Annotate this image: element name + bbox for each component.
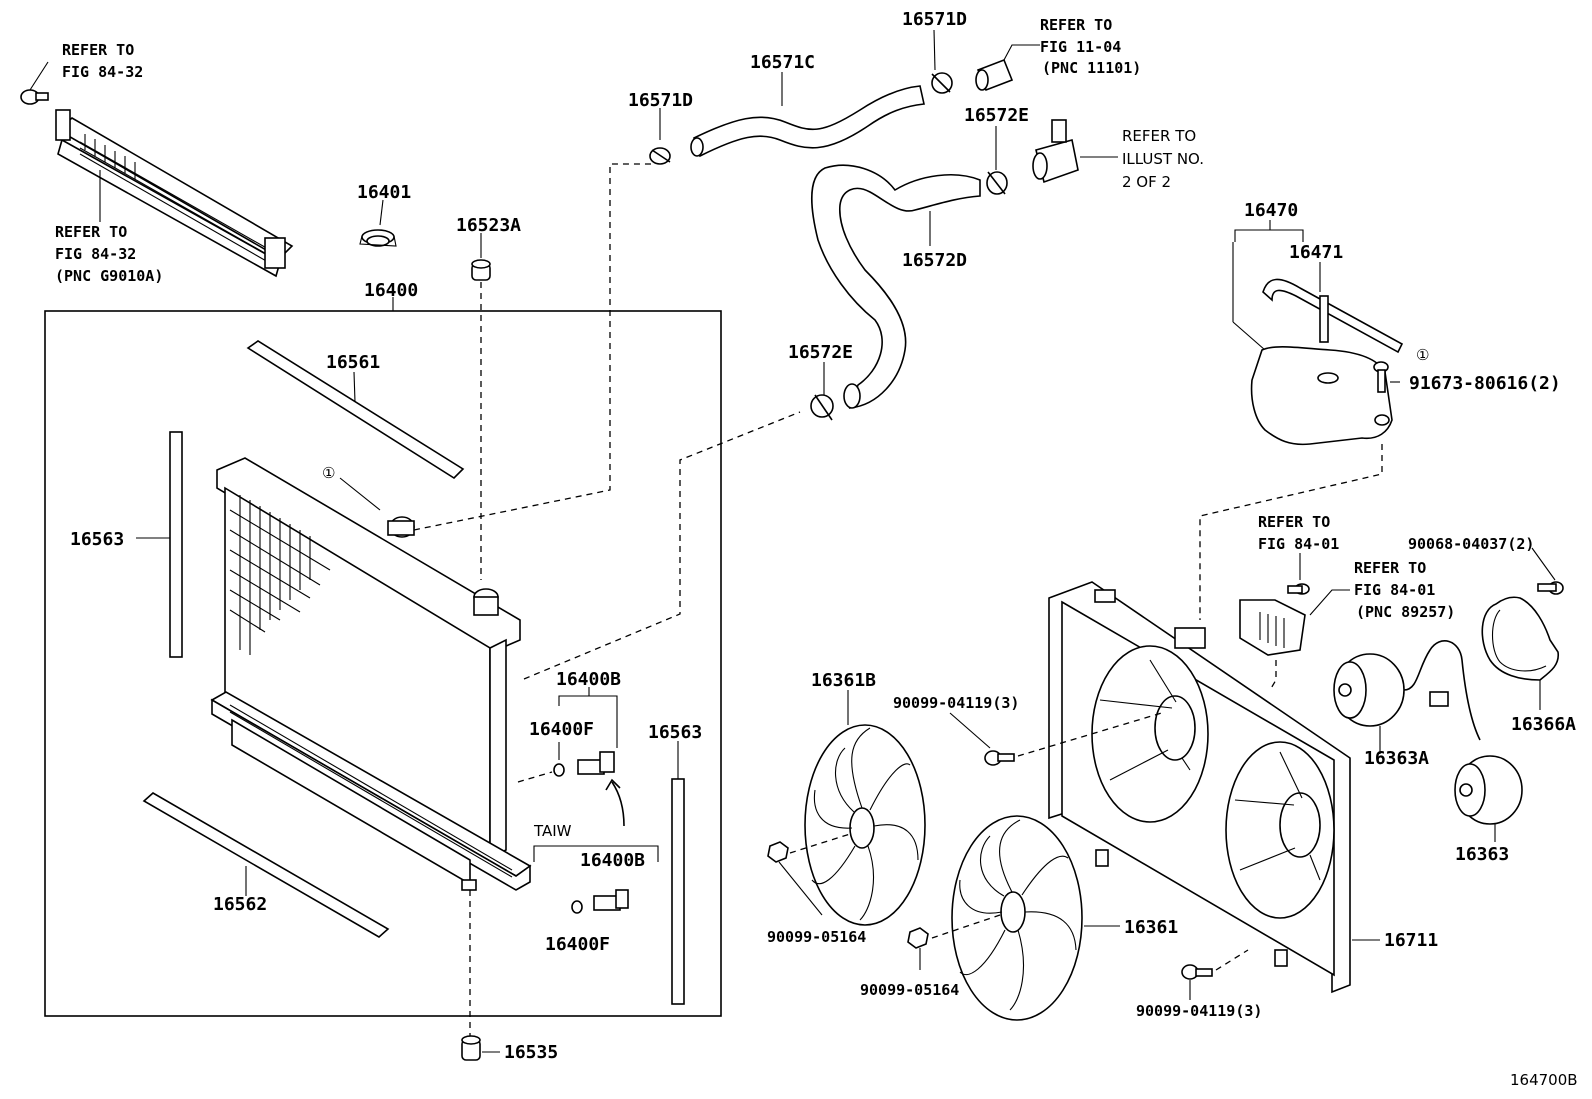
label-16561: 16561: [326, 352, 380, 373]
plug-16535: [461, 1035, 481, 1061]
fan-shroud-16711: [1048, 581, 1351, 994]
drain-cock-16400B-top: [553, 751, 615, 777]
label-16562: 16562: [213, 894, 267, 915]
label-90099-04119-top: 90099-04119(3): [893, 694, 1019, 712]
label-16361: 16361: [1124, 917, 1178, 938]
ref-fig-84-32-top-line2: FIG 84-32: [62, 63, 143, 81]
ref-fig-84-32-mid-line2: FIG 84-32: [55, 245, 136, 263]
bolt-icon: [20, 89, 49, 105]
label-16572E-left: 16572E: [788, 342, 853, 363]
label-16400F-bottom: 16400F: [545, 934, 610, 955]
ref-fig-84-01-b-line3: (PNC 89257): [1356, 603, 1455, 621]
nut-90099-05164-left-icon: [767, 841, 789, 863]
ref-fig-84-01-a-line1: REFER TO: [1258, 513, 1330, 531]
ref-illust-line3: 2 OF 2: [1122, 173, 1171, 191]
hose-clamp-16572E-right: [986, 171, 1008, 195]
label-16523A: 16523A: [456, 215, 521, 236]
label-16571C: 16571C: [750, 52, 815, 73]
ref-fig-84-01-a-line2: FIG 84-01: [1258, 535, 1339, 553]
fan-16361B: [804, 724, 926, 926]
diagram-id: 164700B: [1510, 1071, 1578, 1089]
seal-16563-right: [671, 778, 685, 1005]
ref-fig-84-32-top-line1: REFER TO: [62, 41, 134, 59]
label-taiw: TAIW: [533, 822, 572, 840]
label-16401: 16401: [357, 182, 411, 203]
label-90099-05164-mid: 90099-05164: [860, 981, 959, 999]
seal-16562: [142, 792, 390, 938]
hose-clamp-16571D-left: [649, 147, 671, 165]
label-16571D-right: 16571D: [902, 9, 967, 30]
nut-90099-05164-mid-icon: [907, 927, 929, 949]
label-90099-04119-bottom: 90099-04119(3): [1136, 1002, 1262, 1020]
radiator-core: [210, 457, 532, 891]
drain-plug-16523A: [471, 259, 491, 281]
ref-fig-84-01-b-line2: FIG 84-01: [1354, 581, 1435, 599]
ref-illust-line2: ILLUST NO.: [1122, 150, 1204, 168]
label-16563-right: 16563: [648, 722, 702, 743]
hose-clamp-16572E-left: [810, 394, 834, 421]
label-90099-05164-left: 90099-05164: [767, 928, 866, 946]
label-16571D-left: 16571D: [628, 90, 693, 111]
label-16471: 16471: [1289, 242, 1343, 263]
label-16366A: 16366A: [1511, 714, 1576, 735]
hose-end-part: [975, 58, 1014, 92]
ref-fig-84-01-b-line1: REFER TO: [1354, 559, 1426, 577]
label-16470: 16470: [1244, 200, 1298, 221]
seal-16561: [246, 340, 465, 480]
radiator-cap-16401: [359, 229, 397, 247]
bolt-91673-icon: [1373, 361, 1389, 393]
label-16563-left: 16563: [70, 529, 124, 550]
motor-bracket-16366A: [1481, 596, 1560, 681]
fan-motor-16363A: [1333, 640, 1481, 741]
label-91673-80616: 91673-80616(2): [1409, 373, 1561, 394]
ref-fig-84-32-mid-line1: REFER TO: [55, 223, 127, 241]
label-16361B: 16361B: [811, 670, 876, 691]
bolt-90068-icon: [1537, 581, 1564, 595]
fan-16361: [951, 815, 1083, 1021]
screw-90099-04119-bottom-icon: [1181, 964, 1213, 980]
ref-fig-84-32-mid-line3: (PNC G9010A): [55, 267, 163, 285]
ref-fig-11-04-line1: REFER TO: [1040, 16, 1112, 34]
seal-16563-left: [169, 431, 183, 658]
radiator-assembly-box: [44, 310, 722, 1017]
label-16400B-bottom: 16400B: [580, 850, 645, 871]
label-16400F-top: 16400F: [529, 719, 594, 740]
label-90068-04037: 90068-04037(2): [1408, 535, 1534, 553]
hose-16572D: [811, 164, 981, 409]
bolt-icon-relay: [1287, 583, 1310, 595]
ref-fig-11-04-line2: FIG 11-04: [1040, 38, 1121, 56]
circled-1-tank: ①: [1416, 346, 1429, 364]
drain-cock-16400B-bottom: [571, 889, 629, 914]
fan-motor-16363: [1454, 755, 1523, 825]
circled-1-radiator: ①: [322, 464, 335, 482]
hose-clamp-16571D-right: [931, 72, 953, 94]
oil-cooler-part: [55, 109, 294, 278]
label-16400B-top: 16400B: [556, 669, 621, 690]
screw-90099-04119-top-icon: [984, 750, 1015, 766]
hose-16571C: [693, 85, 925, 158]
label-16711: 16711: [1384, 930, 1438, 951]
fan-relay-part: [1239, 599, 1306, 656]
label-16400: 16400: [364, 280, 418, 301]
ref-illust-line1: REFER TO: [1122, 127, 1196, 145]
label-16363A: 16363A: [1364, 748, 1429, 769]
water-outlet-part: [1032, 119, 1079, 184]
label-16363: 16363: [1455, 844, 1509, 865]
label-16572E-right: 16572E: [964, 105, 1029, 126]
reservoir-tank-16470: [1250, 346, 1393, 446]
overflow-hose-16471: [1262, 278, 1404, 354]
label-16572D: 16572D: [902, 250, 967, 271]
label-16535: 16535: [504, 1042, 558, 1063]
ref-fig-11-04-line3: (PNC 11101): [1042, 59, 1141, 77]
